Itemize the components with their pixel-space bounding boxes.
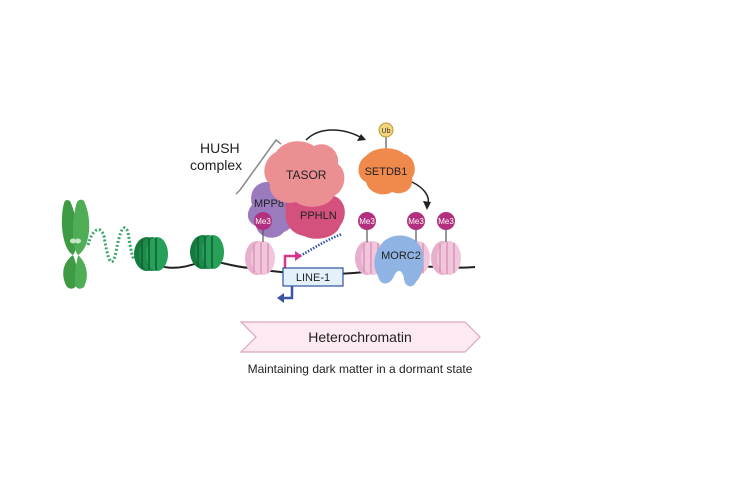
morc2-label: MORC2 <box>381 250 421 262</box>
setdb1-protein: SETDB1 <box>358 148 415 195</box>
chromatin-fiber <box>86 226 140 264</box>
nucleosome-green-2 <box>190 235 224 269</box>
antisense-promoter-arrowhead <box>277 293 284 303</box>
heterochromatin-banner: Heterochromatin <box>239 321 481 353</box>
methylation-arrow <box>411 181 430 205</box>
pphln-label: PPHLN <box>300 210 337 222</box>
line1-element: LINE-1 <box>282 267 344 287</box>
morc2-protein: MORC2 <box>374 235 424 287</box>
me3-mark-3: Me3 <box>407 212 425 242</box>
ubiquitin-badge: Ub <box>378 122 394 138</box>
me3-label-4: Me3 <box>438 217 454 226</box>
me3-mark-4: Me3 <box>437 212 455 242</box>
sense-promoter-arrowhead <box>295 251 302 261</box>
caption: Maintaining dark matter in a dormant sta… <box>248 362 473 376</box>
hush-label-line1: HUSH <box>200 140 240 156</box>
nucleosome-pink-1 <box>245 241 275 275</box>
methylation-arrowhead <box>423 201 431 210</box>
me3-label-3: Me3 <box>408 217 424 226</box>
tasor-protein: TASOR <box>264 141 345 207</box>
hush-bracket <box>235 138 282 195</box>
me3-mark-1: Me3 <box>254 212 272 242</box>
line1-label: LINE-1 <box>296 272 330 284</box>
sense-promoter-arrow <box>283 254 297 270</box>
tasor-label: TASOR <box>286 168 327 182</box>
recruit-arrowhead <box>357 134 366 141</box>
ubiquitin-label: Ub <box>382 128 391 135</box>
mpp8-label: MPP8 <box>254 198 284 210</box>
me3-label-1: Me3 <box>255 217 271 226</box>
antisense-promoter-arrow <box>282 286 294 300</box>
rna-transcript <box>299 232 343 258</box>
nucleosome-pink-4 <box>431 241 461 275</box>
nucleosome-green-1 <box>134 237 168 271</box>
hush-label-line2: complex <box>190 157 242 173</box>
chromosome <box>61 199 90 289</box>
me3-label-2: Me3 <box>359 217 375 226</box>
setdb1-label: SETDB1 <box>365 166 408 178</box>
banner-label: Heterochromatin <box>308 329 412 345</box>
recruit-arrow <box>305 129 363 141</box>
me3-mark-2: Me3 <box>358 212 376 242</box>
